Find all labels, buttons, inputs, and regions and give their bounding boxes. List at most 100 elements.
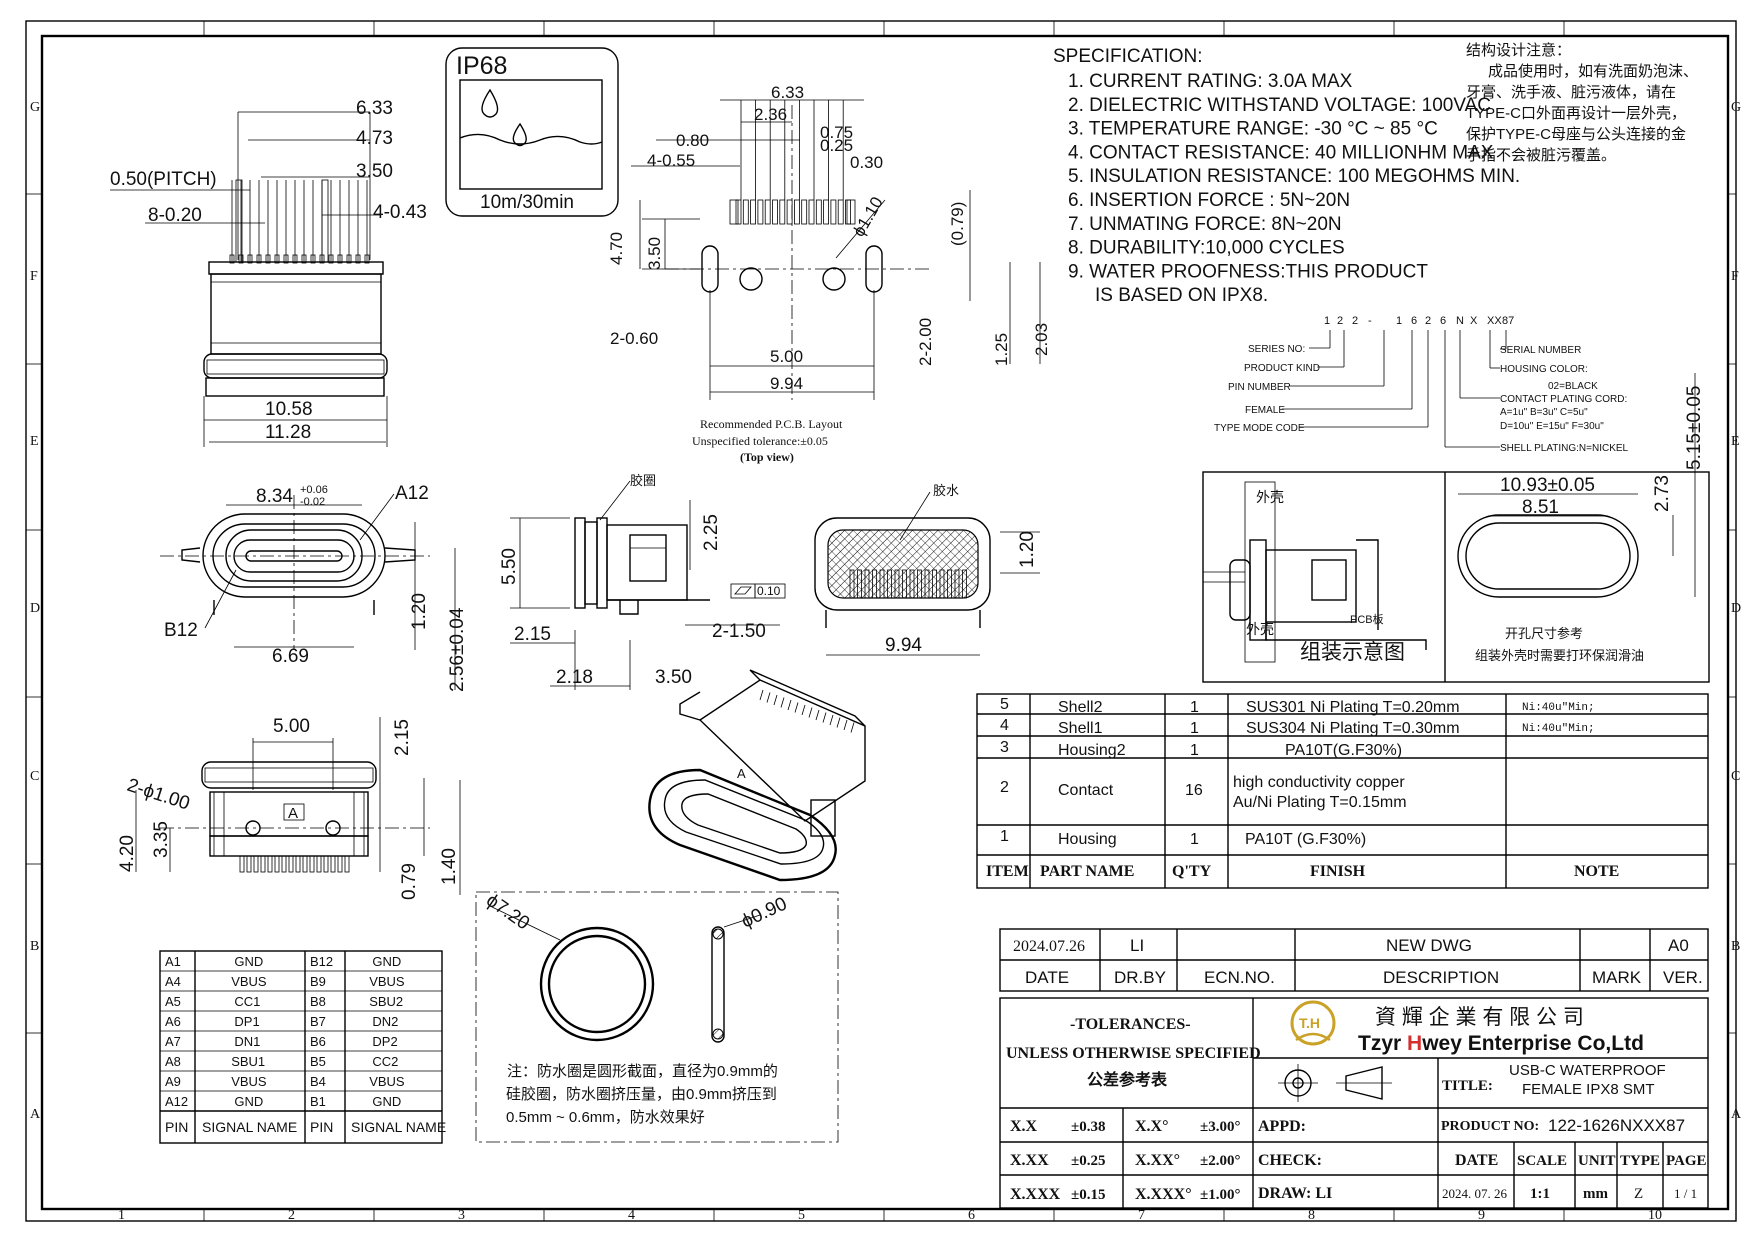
tol-cn: 公差参考表 <box>1087 1070 1168 1089</box>
pin-cell: B1 <box>310 1094 326 1109</box>
bottom-marker-a: A <box>288 805 298 822</box>
bom-qty: 1 <box>1190 742 1199 759</box>
ring-note-line: 硅胶圈，防水圈挤压量，由0.9mm挤压到 <box>506 1086 777 1103</box>
pcb-caption: Recommended P.C.B. Layout <box>700 417 843 431</box>
bom-qty: 16 <box>1185 782 1203 799</box>
iso-marker-a: A <box>737 766 746 781</box>
bom-part-name: Shell2 <box>1058 699 1103 716</box>
outer-frame <box>25 20 1737 1222</box>
code-char: - <box>1368 315 1372 327</box>
pin-cell: VBUS <box>369 974 405 989</box>
pcb-dim-0-79: (0.79) <box>948 202 967 246</box>
title-line-2: FEMALE IPX8 SMT <box>1522 1081 1655 1098</box>
design-note-cn: 结构设计注意：成品使用时，如有洗面奶泡沫、牙膏、洗手液、脏污液体，请在TYPE-… <box>1466 41 1698 164</box>
spec-item: 7. UNMATING FORCE: 8N~20N <box>1068 214 1342 235</box>
third-angle-projection-icon <box>1278 1064 1392 1102</box>
bottom-dim-0-79: 0.79 <box>399 863 420 900</box>
pin-cell: SBU1 <box>231 1054 265 1069</box>
bom-part-name: Contact <box>1058 782 1114 799</box>
bom-finish: PA10T(G.F30%) <box>1285 742 1402 759</box>
spec-item: 2. DIELECTRIC WITHSTAND VOLTAGE: 100VAC <box>1068 95 1491 116</box>
code-label-right: HOUSING COLOR: <box>1500 364 1588 375</box>
specification: SPECIFICATION: 1. CURRENT RATING: 3.0A M… <box>1053 46 1520 306</box>
side-dim-2-15: 2.15 <box>514 624 551 645</box>
pcb-dim-0-75: 0.75 <box>820 123 853 142</box>
pcb-dim-2-36: 2.36 <box>754 105 787 124</box>
draw-label: DRAW: LI <box>1258 1185 1332 1202</box>
dim-4-043: 4-0.43 <box>373 202 427 223</box>
pcb-layout: 6.33 2.36 0.80 0.75 0.25 4-0.55 0.30 4.7… <box>607 83 1051 464</box>
bom-finish: SUS301 Ni Plating T=0.20mm <box>1246 699 1460 716</box>
top-view: 6.33 4.73 3.50 0.50(PITCH) 8-0.20 4-0.43… <box>110 98 427 447</box>
bom-h-finish: FINISH <box>1310 863 1366 880</box>
pin-cell: DN1 <box>234 1034 260 1049</box>
isometric-view: A <box>648 669 866 882</box>
company-name-cn: 資 輝 企 業 有 限 公 司 <box>1375 1006 1584 1029</box>
check-label: CHECK: <box>1258 1152 1322 1169</box>
row-letter-left: A <box>30 1107 41 1122</box>
col-number-bottom: 2 <box>288 1208 295 1223</box>
pin-cell: B6 <box>310 1034 326 1049</box>
code-char: 87 <box>1502 315 1514 327</box>
meta-h-date: DATE <box>1455 1152 1498 1169</box>
rev-desc: NEW DWG <box>1386 936 1472 955</box>
col-number-bottom: 6 <box>968 1208 975 1223</box>
pin-cell: B9 <box>310 974 326 989</box>
meta-h-type: TYPE <box>1620 1153 1660 1169</box>
pin-cell: A12 <box>165 1094 188 1109</box>
code-char: N <box>1456 315 1464 327</box>
front-tol-up: +0.06 <box>300 484 328 496</box>
cutout-dim-8-51: 8.51 <box>1522 497 1559 518</box>
pin-header: SIGNAL NAME <box>202 1119 297 1135</box>
code-label-left: FEMALE <box>1245 405 1285 416</box>
ip68-badge: IP68 10m/30min <box>445 47 619 217</box>
pcb-dim-5-00: 5.00 <box>770 347 803 366</box>
pin-cell: A9 <box>165 1074 181 1089</box>
assembly-pcb: PCB板 <box>1350 612 1384 626</box>
pcb-dim-0-80: 0.80 <box>676 131 709 150</box>
pin-cell: A8 <box>165 1054 181 1069</box>
code-label-left: SERIES NO: <box>1248 344 1305 355</box>
row-letter-right: D <box>1731 601 1741 616</box>
front-a12: A12 <box>395 483 429 504</box>
front-b12: B12 <box>164 620 198 641</box>
appd-label: APPD: <box>1258 1118 1306 1135</box>
bom-finish-2: Au/Ni Plating T=0.15mm <box>1233 794 1407 811</box>
ring-note-line: 0.5mm ~ 0.6mm，防水效果好 <box>506 1109 705 1126</box>
assembly-title: 组装示意图 <box>1300 641 1405 664</box>
company-name-en: Tzyr Hwey Enterprise Co,Ltd <box>1358 1032 1644 1055</box>
pin-cell: A1 <box>165 954 181 969</box>
seal-ring-detail: ϕ7.20 ϕ0.90 注：防水圈是圆形截面，直径为0.9mm的硅胶圈，防水圈挤… <box>475 890 839 1143</box>
rev-ver: A0 <box>1668 936 1689 955</box>
title-line-1: USB-C WATERPROOF <box>1509 1062 1666 1079</box>
spec-item: IS BASED ON IPX8. <box>1095 285 1268 306</box>
title-label: TITLE: <box>1442 1078 1493 1094</box>
seal-dim-1-20: 1.20 <box>1017 531 1038 568</box>
side-flatness: 0.10 <box>757 584 781 598</box>
bottom-dim-2-phi-1-00: 2-ϕ1.00 <box>124 775 192 815</box>
meta-h-scale: SCALE <box>1517 1153 1567 1169</box>
tol-angle-key: X.XX° <box>1135 1152 1180 1169</box>
pin-cell: B4 <box>310 1074 326 1089</box>
side-dim-2-150: 2-1.50 <box>712 621 766 642</box>
code-char: 2 <box>1425 315 1431 327</box>
tol-angle-key: X.X° <box>1135 1118 1169 1135</box>
meta-unit: mm <box>1583 1186 1608 1202</box>
code-char: 1 <box>1324 315 1330 327</box>
front-dim-6-69: 6.69 <box>272 646 309 667</box>
row-letter-right: F <box>1731 269 1739 284</box>
water-drop-icon <box>481 88 499 118</box>
tol-val: ±0.25 <box>1071 1153 1105 1169</box>
pin-cell: VBUS <box>369 1074 405 1089</box>
ring-dim-phi-7-20: ϕ7.20 <box>482 890 533 935</box>
spec-item: 8. DURABILITY:10,000 CYCLES <box>1068 238 1345 259</box>
pin-cell: VBUS <box>231 974 267 989</box>
note-line: 手指不会被脏污覆盖。 <box>1466 147 1616 164</box>
front-dim-8-34: 8.34 <box>256 486 293 507</box>
pin-cell: B7 <box>310 1014 326 1029</box>
bom-h-qty: Q'TY <box>1172 863 1212 880</box>
pin-cell: CC1 <box>234 994 260 1009</box>
logo-text: T.H <box>1299 1015 1320 1031</box>
